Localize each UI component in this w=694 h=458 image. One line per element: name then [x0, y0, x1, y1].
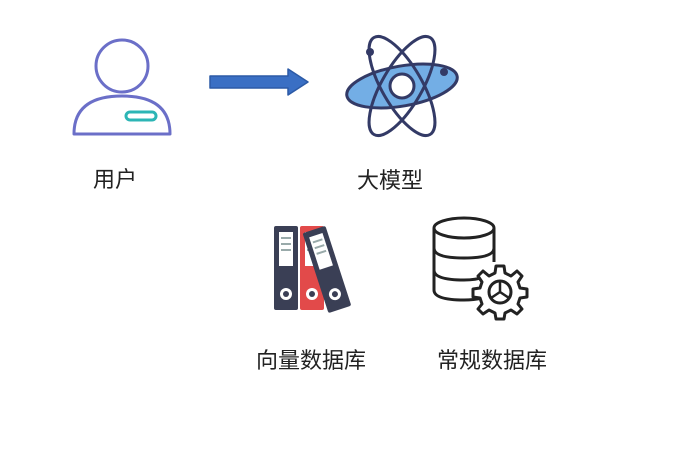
atom-icon [345, 34, 459, 138]
binders-icon [274, 226, 351, 313]
flow-arrow [208, 67, 310, 97]
user-label: 用户 [93, 168, 138, 193]
vector-db-label: 向量数据库 [256, 349, 367, 374]
regular-db-node [430, 214, 530, 324]
user-node [70, 34, 174, 138]
database-gear-icon [432, 216, 529, 321]
llm-label: 大模型 [357, 169, 424, 194]
llm-node [340, 26, 464, 146]
user-icon [72, 38, 172, 136]
vector-db-node [272, 222, 384, 314]
arrow-right-icon [209, 68, 309, 96]
regular-db-label: 常规数据库 [437, 349, 548, 374]
